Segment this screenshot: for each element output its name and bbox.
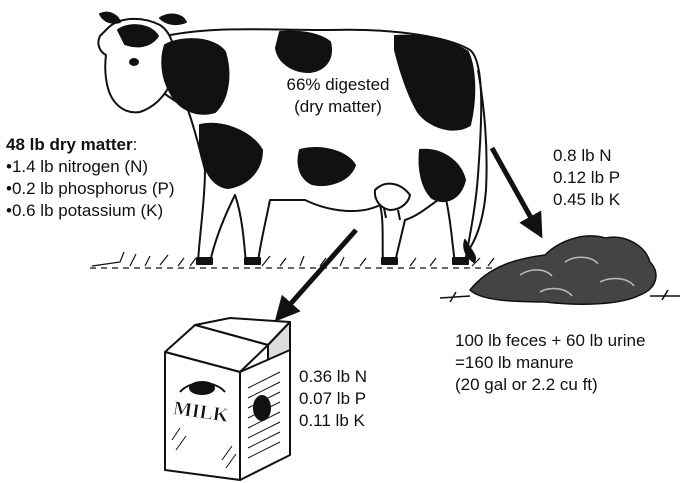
manure-pile-illustration (440, 236, 680, 304)
intake-block: 48 lb dry matter: 1.4 lb nitrogen (N) 0.… (6, 134, 175, 222)
digestion-percent: 66% digested (258, 74, 418, 96)
digestion-basis: (dry matter) (258, 96, 418, 118)
manure-nutrients: 0.8 lb N 0.12 lb P 0.45 lb K (553, 145, 620, 211)
milk-nitrogen: 0.36 lb N (299, 366, 367, 388)
intake-item-potassium: 0.6 lb potassium (K) (6, 200, 175, 222)
arrow-to-milk (278, 230, 356, 318)
manure-potassium: 0.45 lb K (553, 189, 620, 211)
intake-heading: 48 lb dry matter: (6, 134, 175, 156)
manure-volume: (20 gal or 2.2 cu ft) (455, 374, 645, 396)
manure-phosphorus: 0.12 lb P (553, 167, 620, 189)
manure-nitrogen: 0.8 lb N (553, 145, 620, 167)
intake-title: 48 lb dry matter (6, 135, 133, 154)
milk-phosphorus: 0.07 lb P (299, 388, 367, 410)
intake-colon: : (133, 135, 138, 154)
intake-item-nitrogen: 1.4 lb nitrogen (N) (6, 156, 175, 178)
milk-potassium: 0.11 lb K (299, 410, 367, 432)
grass-line (90, 252, 500, 268)
arrow-to-manure (492, 148, 540, 234)
manure-total: =160 lb manure (455, 352, 645, 374)
intake-item-phosphorus: 0.2 lb phosphorus (P) (6, 178, 175, 200)
manure-amount: 100 lb feces + 60 lb urine =160 lb manur… (455, 330, 645, 396)
milk-nutrients: 0.36 lb N 0.07 lb P 0.11 lb K (299, 366, 367, 432)
manure-composition: 100 lb feces + 60 lb urine (455, 330, 645, 352)
digestion-label: 66% digested (dry matter) (258, 74, 418, 118)
